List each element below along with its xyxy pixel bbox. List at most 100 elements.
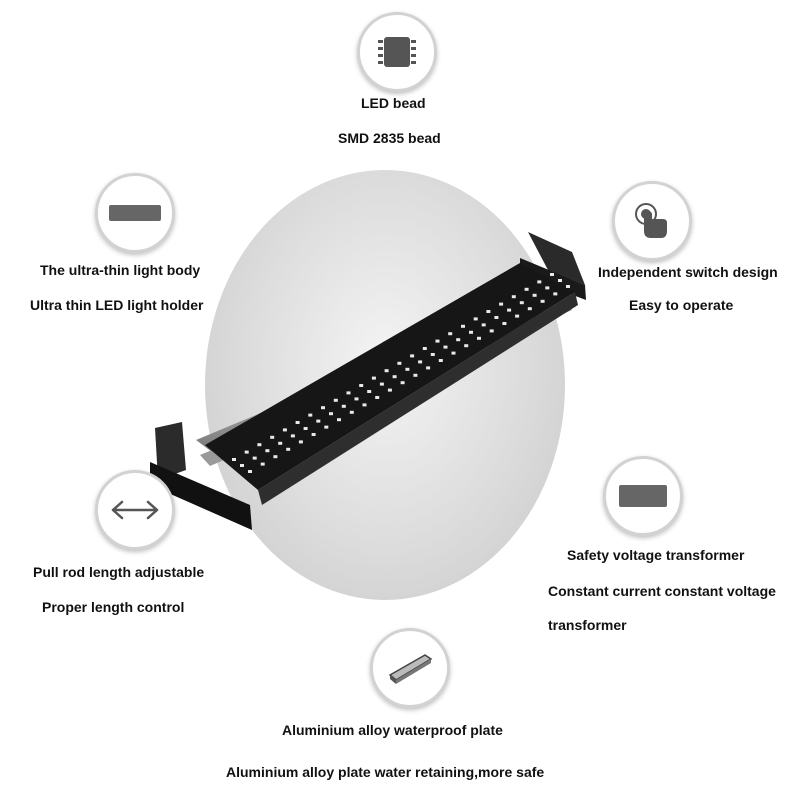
led-dot (278, 441, 283, 445)
transformer-icon-circle (603, 456, 683, 536)
led-dot (469, 330, 473, 334)
light-body-icon-circle (95, 173, 175, 253)
led-dot (321, 406, 325, 410)
led-dot (265, 449, 270, 453)
led-dot (298, 440, 303, 444)
led-dot (489, 329, 494, 333)
transformer-subtitle-line2: transformer (548, 617, 627, 633)
led-dot (375, 396, 380, 399)
led-dot (430, 353, 435, 356)
plate-icon-circle (370, 628, 450, 708)
light-body-subtitle: Ultra thin LED light holder (30, 297, 204, 313)
led-bead-subtitle: SMD 2835 bead (338, 130, 441, 146)
led-dot (371, 376, 376, 380)
led-dot (550, 273, 554, 276)
finger-press-icon (635, 203, 667, 238)
transformer-block-icon (619, 485, 667, 507)
led-dot (499, 302, 504, 306)
led-dot (362, 403, 367, 407)
led-dot (244, 450, 249, 454)
transformer-subtitle-line1: Constant current constant voltage (548, 583, 776, 599)
led-dot (435, 339, 440, 343)
led-dot (384, 369, 389, 373)
led-dot (527, 307, 532, 311)
pull-rod-subtitle: Proper length control (42, 599, 185, 615)
led-dot (456, 338, 461, 342)
led-dot (481, 323, 486, 327)
led-dot (252, 456, 257, 460)
thin-bar-icon (109, 205, 161, 221)
led-dot (422, 347, 427, 350)
plate-title: Aluminium alloy waterproof plate (282, 722, 503, 738)
led-dot (540, 299, 545, 303)
led-dot (397, 361, 402, 365)
led-dot (354, 397, 359, 401)
led-dot (461, 324, 465, 328)
led-dot (349, 410, 354, 414)
led-dot (367, 390, 372, 393)
led-dot (400, 381, 405, 385)
switch-subtitle: Easy to operate (629, 297, 734, 313)
led-dot (303, 427, 308, 430)
led-dot (337, 418, 341, 422)
led-dot (477, 336, 481, 340)
led-dot (379, 382, 384, 386)
led-dot (410, 354, 415, 358)
led-bead-icon-circle (357, 12, 437, 92)
pull-rod-icon-circle (95, 470, 175, 550)
led-dot (248, 470, 252, 473)
led-dot (418, 360, 423, 364)
led-dot (553, 292, 558, 296)
led-chip-icon (378, 37, 416, 67)
led-dot (232, 458, 236, 461)
pull-rod-title: Pull rod length adjustable (33, 564, 205, 580)
led-dot (240, 464, 244, 467)
led-dot (545, 286, 550, 290)
led-dot (257, 443, 262, 447)
led-dot (515, 314, 520, 318)
led-dot (295, 421, 300, 424)
switch-title: Independent switch design (598, 264, 778, 280)
led-dot (333, 398, 338, 402)
led-dot (537, 280, 542, 284)
led-dot (324, 425, 329, 429)
led-dot (308, 413, 313, 417)
light-body-title: The ultra-thin light body (40, 262, 201, 278)
led-dot (359, 384, 364, 387)
led-dot (392, 375, 397, 379)
led-dot (329, 412, 333, 416)
led-dot (511, 295, 516, 299)
led-dot (464, 344, 469, 348)
led-dot (519, 301, 524, 305)
led-dot (524, 287, 529, 291)
led-dot (426, 366, 431, 370)
led-dot (290, 434, 295, 438)
led-dot (341, 404, 346, 408)
led-dot (260, 462, 265, 466)
led-dot (316, 419, 321, 423)
led-dot (413, 373, 418, 377)
led-dot (566, 285, 570, 288)
switch-icon-circle (612, 181, 692, 261)
led-dot (270, 435, 275, 439)
led-dot (443, 345, 448, 349)
led-bead-title: LED bead (361, 95, 426, 111)
led-dot (507, 308, 512, 312)
led-dot (502, 322, 507, 325)
led-dot (311, 433, 316, 436)
double-arrow-icon (111, 500, 159, 520)
plate-subtitle: Aluminium alloy plate water retaining,mo… (226, 764, 545, 780)
led-dot (473, 317, 478, 321)
led-dot (273, 455, 278, 459)
led-dot (451, 351, 456, 355)
led-dot (532, 293, 537, 297)
led-dot (286, 447, 291, 451)
led-dot (346, 391, 351, 395)
led-dot (486, 310, 491, 313)
led-dot (558, 279, 562, 282)
led-dot (438, 359, 443, 362)
led-dot (282, 428, 287, 432)
led-dot (387, 388, 392, 392)
led-dot (448, 332, 453, 336)
